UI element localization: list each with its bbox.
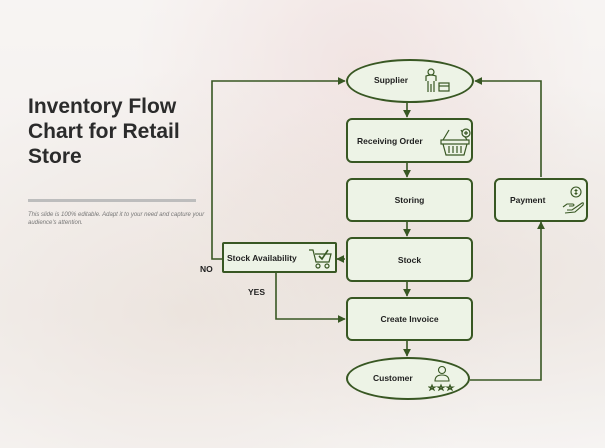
yes-label: YES [248, 287, 266, 297]
slide-title: Inventory Flow Chart for Retail Store [28, 95, 180, 168]
create-invoice-label: Create Invoice [380, 314, 439, 324]
node-receiving-order[interactable]: Receiving Order [346, 118, 473, 163]
edge-availability-no-to-supplier [211, 77, 346, 260]
node-stock-availability[interactable]: Stock Availability [222, 242, 337, 273]
edge-payment-to-supplier [474, 77, 542, 177]
customer-label: Customer [373, 373, 413, 383]
receiving-order-label: Receiving Order [357, 136, 423, 146]
hand-coin-icon [562, 186, 586, 218]
title-divider [28, 199, 196, 202]
person-with-box-icon [423, 68, 451, 96]
payment-label: Payment [510, 195, 546, 205]
user-rating-icon [427, 365, 456, 397]
storing-label: Storing [394, 195, 425, 205]
node-create-invoice[interactable]: Create Invoice [346, 297, 473, 341]
no-label: NO [200, 264, 213, 274]
stock-label: Stock [397, 254, 422, 265]
cart-check-icon [308, 247, 334, 273]
supplier-label: Supplier [374, 75, 409, 85]
slide-subtitle: This slide is 100% editable. Adapt it to… [28, 212, 205, 226]
shopping-basket-icon [439, 127, 471, 159]
edge-customer-to-payment [470, 221, 545, 381]
node-supplier[interactable]: Supplier [346, 59, 474, 103]
node-stock[interactable]: Stock [346, 237, 473, 282]
node-storing[interactable]: Storing [346, 178, 473, 222]
stock-availability-label: Stock Availability [227, 253, 297, 263]
node-customer[interactable]: Customer [346, 357, 470, 400]
edge-availability-yes-to-invoice [275, 272, 346, 323]
node-payment[interactable]: Payment [494, 178, 588, 222]
